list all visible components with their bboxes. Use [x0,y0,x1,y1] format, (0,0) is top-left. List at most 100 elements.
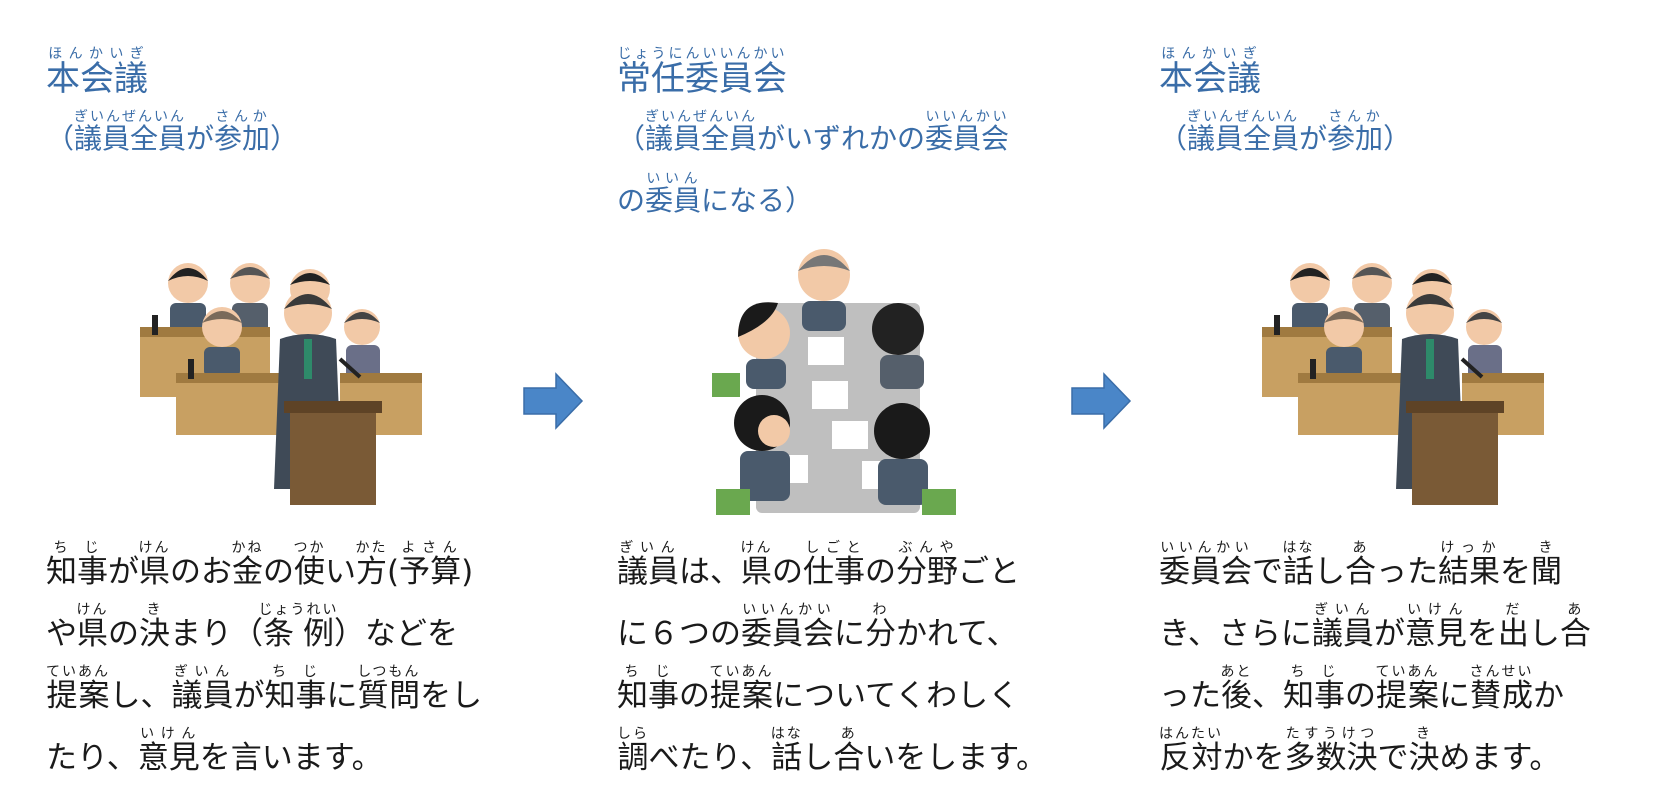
text-segment: に６つの [617,616,741,652]
text-segment: や [46,616,77,652]
ruby-word: 知事ちじ [617,664,679,714]
text-segment: に [326,678,358,714]
text-line: （議員全員ぎいんぜんいんが参加さんか） [1159,108,1411,170]
ruby-word: 参加さんか [1327,109,1384,155]
text-segment: 、 [1252,678,1283,714]
text-segment: し、 [109,678,172,714]
text-segment: についてくわしく [773,678,1020,714]
text-segment: に [1439,678,1470,714]
text-segment: かれて、 [896,616,1018,652]
text-segment: （ [617,122,646,155]
panel-subtitle: （議員全員ぎいんぜんいんが参加さんか） [46,108,298,170]
text-line: った後あと、知事ちじの提案ていあんに賛成さんせいか [1159,664,1591,726]
text-segment: が [233,678,265,714]
text-segment: で [1377,740,1409,776]
ruby-word: 提案ていあん [709,664,774,714]
text-segment: の [617,184,646,217]
text-segment: し [1314,554,1345,590]
text-line: 調しらべたり、話はなし合あいをします。 [617,726,1047,788]
ruby-word: 委員いいん [645,171,702,217]
ruby-word: 決き [1408,726,1440,776]
ruby-word: 提案ていあん [46,664,110,714]
ruby-word: 質問しつもん [357,664,421,714]
ruby-word: 県けん [740,540,773,590]
assembly-hall-illustration [1262,263,1544,505]
text-segment: をし [420,678,483,714]
text-segment: べたり、 [648,740,772,776]
assembly-hall-illustration [140,263,422,505]
text-segment: になる） [701,184,814,217]
ruby-word: 委員会いいんかい [925,109,1010,155]
text-segment: まり（ [170,616,263,652]
text-line: 提案ていあんし、議員ぎいんが知事ちじに質問しつもんをし [46,664,482,726]
ruby-word: 知事ちじ [1283,664,1345,714]
ruby-word: 反対はんたい [1159,726,1223,776]
ruby-word: 結果けっか [1438,540,1500,590]
ruby-word: 話はな [1282,540,1315,590]
text-segment: った [1159,678,1221,714]
text-segment: か [1533,678,1564,714]
text-segment: （ [46,122,75,155]
text-segment: の [263,554,294,590]
text-segment: の [108,616,139,652]
text-segment: を言います。 [199,740,383,776]
text-segment: ごと [958,554,1020,590]
ruby-word: 議員ぎいん [1311,602,1374,652]
text-line: き、さらに議員ぎいんが意見いけんを出だし合あ [1159,602,1591,664]
panel-subtitle: （議員全員ぎいんぜんいんが参加さんか） [1159,108,1411,170]
text-line: 委員会いいんかいで話はなし合あった結果けっかを聞き [1159,540,1591,602]
ruby-word: 多数決たすうけつ [1284,726,1378,776]
text-segment: ） [270,122,299,155]
right-arrow-icon [523,372,584,430]
ruby-word: 議員ぎいん [617,540,679,590]
ruby-word: 合あ [1345,540,1376,590]
panel-title: 本会議ほんかいぎ [46,46,148,99]
ruby-word: 賛成さんせい [1469,664,1534,714]
ruby-word: 後あと [1220,664,1253,714]
ruby-word: 県けん [138,540,171,590]
text-segment: たり、 [46,740,138,776]
ruby-word: 聞き [1531,540,1562,590]
text-line: （議員全員ぎいんぜんいんがいずれかの委員会いいんかい [617,108,1009,170]
panel-description: 議員ぎいんは、県けんの仕事しごとの分野ぶんやごとに６つの委員会いいんかいに分わか… [617,540,1047,788]
ruby-word: 委員会いいんかい [1159,540,1252,590]
text-line: 知事ちじの提案ていあんについてくわしく [617,664,1047,726]
text-line: 反対はんたいかを多数決たすうけつで決きめます。 [1159,726,1591,788]
text-segment: い [325,554,356,590]
panel-subtitle: （議員全員ぎいんぜんいんがいずれかの委員会いいんかいの委員いいんになる） [617,108,1009,232]
text-segment: ） [1383,122,1412,155]
text-line: 知事ちじが県けんのお金かねの使つかい方かた(予算よさん) [46,540,482,602]
ruby-word: 決き [139,602,170,652]
text-segment: が [1299,122,1328,155]
ruby-word: 仕事しごと [803,540,865,590]
text-line: や県けんの決きまり（条例じょうれい）などを [46,602,482,664]
text-segment: がいずれかの [757,122,926,155]
ruby-word: 知事ちじ [46,540,108,590]
ruby-word: 議員全員ぎいんぜんいん [645,109,758,155]
ruby-word: 参加さんか [214,109,271,155]
ruby-word: 提案ていあん [1375,664,1440,714]
text-segment: が [108,554,139,590]
ruby-word: 出だ [1497,602,1529,652]
text-segment: を [1500,554,1531,590]
ruby-word: 金かね [231,540,264,590]
text-segment: き、さらに [1159,616,1312,652]
ruby-word: 分野ぶんや [896,540,958,590]
panel-title: 常任委員会じょうにんいいんかい [617,46,787,99]
text-line: 議員ぎいんは、県けんの仕事しごとの分野ぶんやごと [617,540,1047,602]
ruby-word: 知事ちじ [264,664,327,714]
ruby-word: 議員全員ぎいんぜんいん [74,109,187,155]
panel-title: 本会議ほんかいぎ [1159,46,1261,99]
ruby-word: 合あ [833,726,865,776]
panel-description: 知事ちじが県けんのお金かねの使つかい方かた(予算よさん)や県けんの決きまり（条例… [46,540,482,788]
ruby-word: 合あ [1559,602,1591,652]
text-segment: の [679,678,710,714]
text-segment: を [1466,616,1498,652]
text-segment: は、 [679,554,741,590]
text-segment: ( [387,554,400,590]
ruby-word: 委員会いいんかい [741,602,834,652]
ruby-word: 調しら [617,726,649,776]
ruby-word: 条例じょうれい [258,602,339,652]
text-segment: のお [170,554,232,590]
text-segment: に [834,616,865,652]
